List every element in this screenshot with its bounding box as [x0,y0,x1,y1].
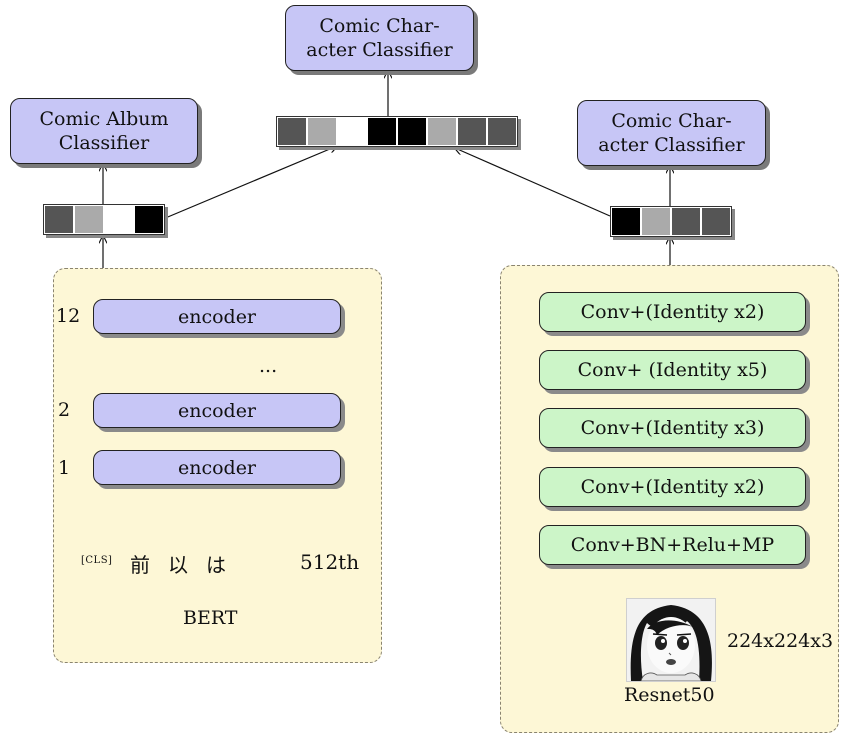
vector-cell [701,207,731,236]
layer-number-12: 12 [56,305,81,327]
vector-cell [277,117,307,146]
block-label: Conv+(Identity x2) [580,301,765,323]
token-3: は [206,553,226,577]
vector-cell [671,207,701,236]
vector-cell [457,117,487,146]
vector-cell [74,205,104,234]
vector-cell [337,117,367,146]
bert-label: BERT [183,607,238,629]
layer-number-1: 1 [58,457,71,479]
arrow-left-vector-to-combined [162,146,337,220]
vector-cell [487,117,517,146]
image-size-label: 224x224x3 [727,630,834,652]
resnet-block-5: Conv+(Identity x2) [539,292,806,332]
right-character-classifier: Comic Char- acter Classifier [577,100,766,166]
text-feature-vector [43,204,165,235]
album-classifier: Comic Album Classifier [10,98,198,164]
vector-cell [641,207,671,236]
block-label: Conv+ (Identity x5) [577,359,768,381]
album-classifier-label: Comic Album Classifier [39,108,169,154]
layer-number-2: 2 [58,399,71,421]
vector-cell [134,205,164,234]
vector-cell [307,117,337,146]
right-classifier-label: Comic Char- acter Classifier [598,110,745,156]
token-cls: [CLS] [81,555,113,566]
resnet-block-2: Conv+(Identity x2) [539,467,806,507]
block-label: Conv+BN+Relu+MP [570,534,775,556]
token-2: 以 [168,553,188,577]
comic-face-image [626,598,716,682]
layer-ellipsis: ... [259,355,278,377]
resnet-label: Resnet50 [624,684,715,706]
vector-cell [104,205,134,234]
resnet-block-3: Conv+(Identity x3) [539,408,806,448]
encoder-layer-1: encoder [93,450,341,485]
vector-cell [44,205,74,234]
encoder-layer-12: encoder [93,299,341,334]
resnet-block-4: Conv+ (Identity x5) [539,350,806,390]
vector-cell [427,117,457,146]
vector-cell [611,207,641,236]
face-drawing [627,599,715,681]
combined-feature-vector [276,116,518,147]
encoder-label: encoder [177,305,257,328]
encoder-label: encoder [177,399,257,422]
top-classifier-label: Comic Char- acter Classifier [306,15,453,61]
block-label: Conv+(Identity x3) [580,417,765,439]
vector-cell [367,117,397,146]
vector-cell [397,117,427,146]
token-1: 前 [130,553,150,577]
resnet-block-1: Conv+BN+Relu+MP [539,525,806,565]
encoder-label: encoder [177,456,257,479]
encoder-layer-2: encoder [93,393,341,428]
token-512th: 512th [300,550,360,574]
top-character-classifier: Comic Char- acter Classifier [285,5,474,71]
arrow-right-vector-to-combined [455,148,611,217]
image-feature-vector [610,206,732,237]
block-label: Conv+(Identity x2) [580,476,765,498]
